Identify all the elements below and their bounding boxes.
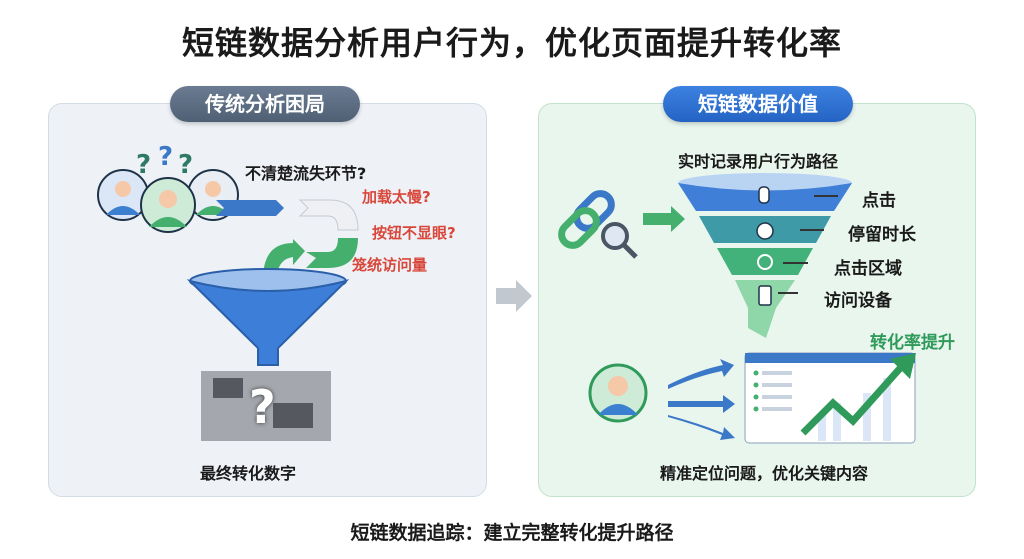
phone-icon bbox=[758, 285, 772, 306]
arrow-to-funnel-icon bbox=[643, 206, 685, 232]
shortlink-illustration bbox=[558, 173, 916, 444]
conversion-growth-label: 转化率提升 bbox=[870, 333, 955, 353]
user-avatar-icon bbox=[588, 363, 648, 423]
funnel-label-click-area: 点击区域 bbox=[834, 259, 902, 279]
click-area-icon bbox=[757, 254, 773, 270]
link-icon bbox=[558, 190, 615, 249]
final-conversion-label: 最终转化数字 bbox=[200, 464, 297, 483]
bottom-caption: 短链数据追踪：建立完整转化提升路径 bbox=[350, 522, 674, 544]
traffic-arrows-icon bbox=[668, 359, 735, 440]
svg-text:?: ? bbox=[136, 150, 151, 180]
funnel-title: 实时记录用户行为路径 bbox=[678, 152, 839, 171]
question-marks-icon: ??? bbox=[136, 142, 193, 180]
issue-slow-loading: 加载太慢? bbox=[362, 188, 431, 206]
blurred-result-icon bbox=[201, 371, 331, 441]
traditional-illustration: ??? bbox=[97, 142, 359, 441]
magnifier-icon bbox=[601, 222, 638, 259]
issue-button-visibility: 按钮不显眼? bbox=[372, 224, 456, 242]
funnel-label-duration: 停留时长 bbox=[848, 225, 916, 245]
stopwatch-icon bbox=[756, 222, 774, 240]
svg-text:?: ? bbox=[178, 150, 193, 180]
flow-arrow-green bbox=[306, 238, 358, 268]
unclear-loss-question: 不清楚流失环节? bbox=[245, 164, 367, 183]
pointer-icon bbox=[758, 186, 770, 204]
behavior-funnel bbox=[678, 173, 852, 338]
precise-optimization-label: 精准定位问题，优化关键内容 bbox=[660, 464, 869, 483]
dashboard-icon bbox=[744, 352, 916, 444]
flow-arrow-blue bbox=[216, 200, 284, 216]
funnel-label-device: 访问设备 bbox=[824, 291, 892, 311]
svg-text:?: ? bbox=[158, 142, 173, 172]
transition-arrow-icon bbox=[496, 280, 532, 312]
page-title: 短链数据分析用户行为，优化页面提升转化率 bbox=[181, 24, 842, 62]
issue-vague-traffic: 笼统访问量 bbox=[352, 256, 428, 274]
funnel-layer-device bbox=[735, 280, 795, 338]
funnel-label-click: 点击 bbox=[862, 191, 896, 211]
flow-arrow-gray bbox=[298, 199, 359, 231]
funnel-icon bbox=[186, 268, 350, 366]
funnel-layer-click-area bbox=[717, 248, 813, 275]
shortlink-panel-label: 短链数据价值 bbox=[663, 86, 853, 122]
traditional-panel-label: 传统分析困局 bbox=[170, 86, 360, 122]
unknown-result-mark: ? bbox=[249, 380, 276, 434]
